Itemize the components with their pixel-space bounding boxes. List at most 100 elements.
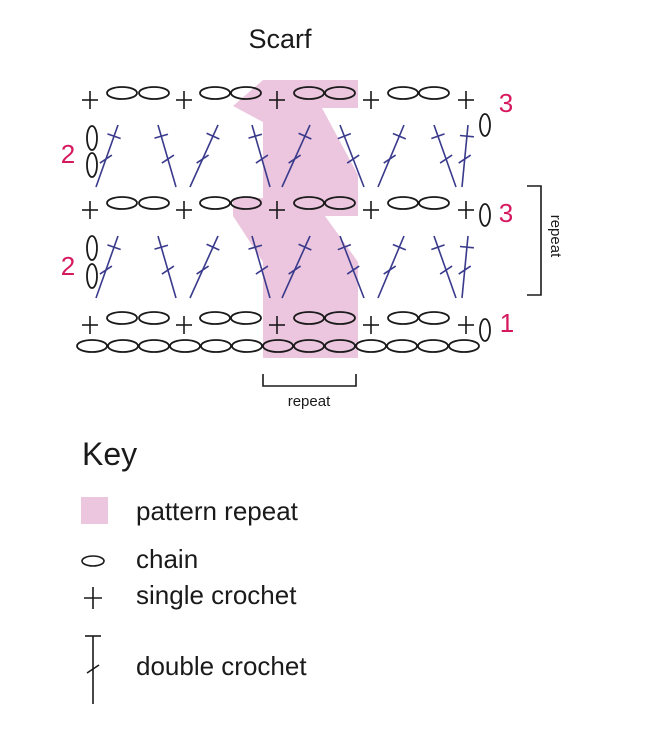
double-crochet-bar — [288, 154, 302, 164]
double-crochet — [461, 124, 469, 188]
double-crochet-top — [154, 244, 169, 250]
pattern-repeat-region — [233, 80, 358, 358]
double-crochet-top — [459, 134, 474, 138]
chain — [387, 196, 419, 210]
chain — [106, 311, 138, 325]
chain — [230, 196, 262, 210]
double-crochet-bar — [99, 154, 113, 164]
double-crochet-top — [248, 133, 263, 139]
double-crochet-bar — [196, 265, 210, 275]
chain — [418, 196, 450, 210]
double-crochet — [339, 124, 365, 188]
double-crochet-bar — [255, 154, 269, 164]
chain — [293, 86, 325, 100]
foundation-chain — [262, 339, 294, 353]
row-number-1: 1 — [500, 308, 514, 338]
double-crochet — [251, 124, 271, 188]
foundation-chain — [448, 339, 480, 353]
double-crochet — [189, 124, 219, 188]
double-crochet-top — [154, 133, 169, 139]
double-crochet-bar — [196, 154, 210, 164]
double-crochet — [377, 124, 405, 188]
edge-chain — [86, 235, 98, 261]
chain-icon — [81, 555, 105, 567]
double-crochet-top — [206, 243, 220, 251]
double-crochet-top — [298, 243, 312, 251]
double-crochet — [377, 235, 405, 299]
chain-and-single-crochet-stitches — [76, 86, 491, 353]
double-crochet-bar — [161, 154, 175, 164]
chain — [138, 311, 170, 325]
foundation-chain — [293, 339, 325, 353]
double-crochet — [95, 124, 119, 188]
double-crochet-top — [337, 132, 352, 140]
chain — [293, 196, 325, 210]
foundation-chain — [417, 339, 449, 353]
chain — [324, 196, 356, 210]
chain — [199, 196, 231, 210]
chain — [106, 86, 138, 100]
turning-chain — [479, 318, 491, 342]
key-pattern-repeat-label: pattern repeat — [136, 496, 298, 526]
chain — [387, 86, 419, 100]
double-crochet — [189, 235, 219, 299]
double-crochet-bar — [458, 154, 472, 164]
chain — [324, 311, 356, 325]
chain — [230, 86, 262, 100]
key-double-crochet-label: double crochet — [136, 651, 307, 681]
chain — [293, 311, 325, 325]
double-crochet-bar — [99, 265, 113, 275]
double-crochet — [433, 235, 457, 299]
side-repeat-bracket — [527, 185, 542, 296]
double-crochet-top — [431, 244, 445, 251]
double-crochet-top — [248, 244, 263, 250]
double-crochet — [339, 235, 365, 299]
pattern-repeat-area — [233, 80, 358, 358]
pattern-repeat-swatch — [81, 497, 108, 524]
turning-chain — [479, 203, 491, 227]
chain — [199, 311, 231, 325]
edge-chain — [86, 152, 98, 178]
double-crochet-bar — [439, 154, 453, 164]
double-crochet-top — [107, 244, 121, 251]
foundation-chain — [138, 339, 170, 353]
row-number-5: 3 — [499, 88, 513, 118]
chain — [106, 196, 138, 210]
foundation-chain — [76, 339, 108, 353]
double-crochet-top — [298, 132, 312, 140]
row-number-4: 2 — [61, 251, 75, 281]
double-crochet-top — [107, 133, 121, 140]
double-crochet-stitches — [95, 124, 474, 299]
double-crochet-top — [392, 132, 407, 140]
double-crochet-icon-bar — [86, 664, 100, 674]
double-crochet-bar — [439, 265, 453, 275]
double-crochet — [461, 235, 469, 299]
double-crochet-bar — [346, 154, 360, 164]
double-crochet — [157, 124, 177, 188]
bottom-repeat-bracket — [262, 374, 357, 387]
bottom-repeat-label: repeat — [288, 393, 331, 410]
key-chain-label: chain — [136, 544, 199, 574]
chain — [230, 311, 262, 325]
double-crochet-bar — [458, 265, 472, 275]
row-number-3: 3 — [499, 198, 513, 228]
foundation-chain — [231, 339, 263, 353]
chain — [199, 86, 231, 100]
edge-chain — [86, 125, 98, 151]
foundation-chain — [386, 339, 418, 353]
double-crochet-top — [206, 132, 220, 140]
chain — [418, 311, 450, 325]
foundation-chain — [324, 339, 356, 353]
chain — [387, 311, 419, 325]
side-repeat-label: repeat — [547, 215, 564, 258]
double-crochet-top — [431, 133, 445, 140]
key-single-crochet-label: single crochet — [136, 580, 297, 610]
double-crochet-top — [337, 243, 352, 251]
row-number-2: 2 — [61, 139, 75, 169]
foundation-chain — [200, 339, 232, 353]
chain — [324, 86, 356, 100]
double-crochet — [95, 235, 119, 299]
double-crochet — [157, 235, 177, 299]
double-crochet-bar — [255, 265, 269, 275]
